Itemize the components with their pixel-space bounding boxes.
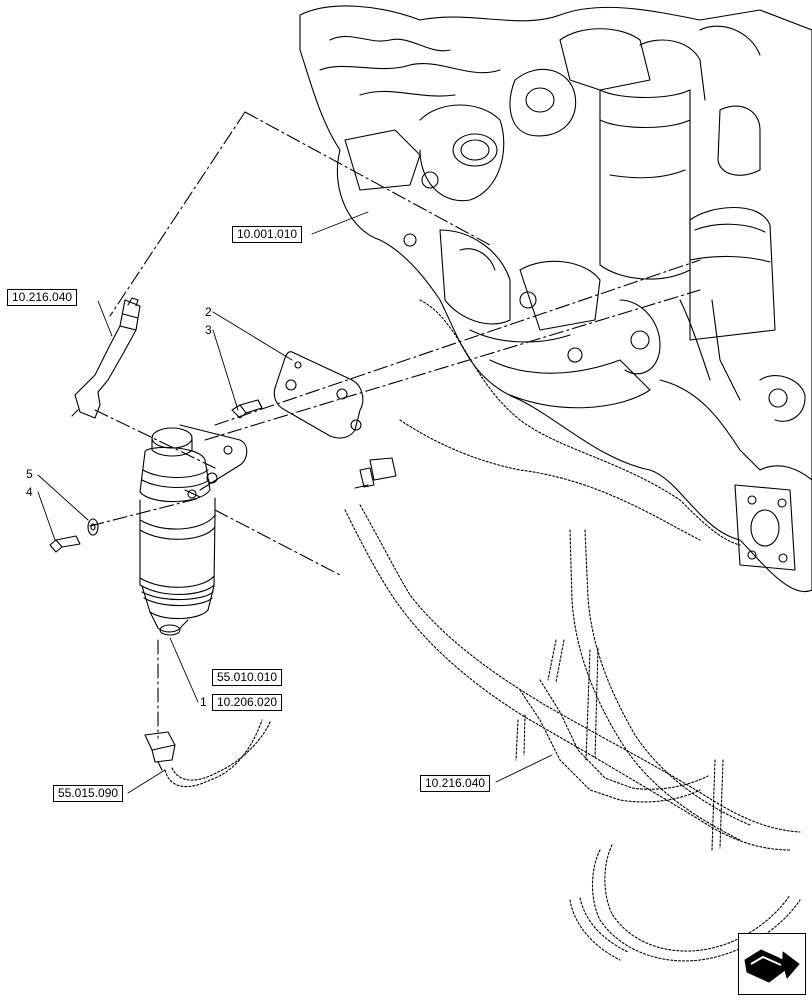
fuel-line-upper (71, 297, 141, 419)
ref-filter-b[interactable]: 10.206.020 (212, 694, 283, 711)
callout-item-1: 1 (200, 695, 207, 709)
engine-assembly (299, 5, 812, 593)
ref-engine-block[interactable]: 10.001.010 (232, 226, 303, 243)
ref-filter-a[interactable]: 55.010.010 (212, 669, 283, 686)
mounting-plate (273, 351, 364, 439)
callout-item-4: 4 (26, 485, 33, 499)
callout-item-2: 2 (205, 305, 212, 319)
bolt-item-3 (231, 399, 263, 419)
water-sensor-connector (144, 719, 271, 788)
hose-connector (354, 457, 397, 489)
leader-lines (37, 211, 553, 794)
next-page-arrow-icon[interactable] (738, 933, 806, 995)
callout-item-3: 3 (205, 323, 212, 337)
fuel-hoses-lower (344, 504, 801, 962)
fuel-filter-assembly (139, 424, 248, 636)
washer-item-5 (87, 518, 99, 536)
ref-fuel-line-lower[interactable]: 10.216.040 (420, 775, 491, 792)
bolt-item-4 (49, 535, 81, 553)
callout-item-5: 5 (26, 467, 33, 481)
ref-fuel-line-upper[interactable]: 10.216.040 (7, 289, 78, 306)
ref-sensor-harness[interactable]: 55.015.090 (53, 785, 124, 802)
phantom-lines (89, 111, 701, 739)
